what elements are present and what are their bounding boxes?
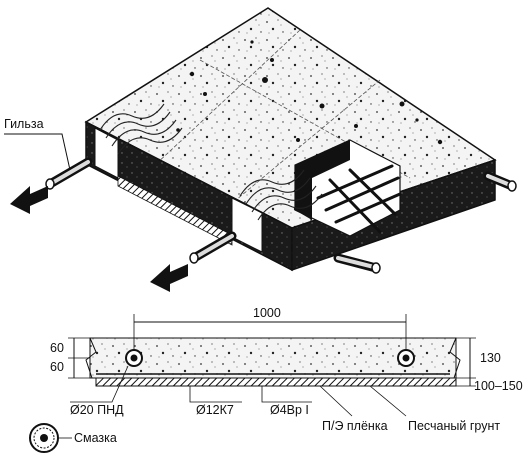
cross-section: 1000 60 60 130 100–150 Ø20 ПНД Ø12К7 Ø4В… [29,306,523,453]
dim-130: 130 [480,351,501,365]
soil-label: Песчаный грунт [408,419,500,433]
rebar-grid [316,164,402,234]
joint-line [229,79,381,206]
dim-100-150: 100–150 [474,379,523,393]
lubricant-label: Смазка [74,431,117,445]
dim-1000: 1000 [253,306,281,320]
pipe-detail-icon [29,423,59,453]
dim-60-upper: 60 [50,341,64,355]
flow-arrow [10,186,48,214]
film-label: П/Э плёнка [322,419,388,433]
cutaway-corner-dark [295,140,350,220]
gilza-label: Гильза [4,117,44,131]
wire-label: Ø4Вр I [270,403,309,417]
break-mark-right [449,337,461,379]
heating-pipes [99,103,323,221]
break-mark-left [85,337,97,379]
cutaway-middle [231,197,263,253]
film-leader [319,385,353,417]
section-pipe [397,349,415,367]
slab-right-face [291,158,496,272]
pipe-leader [70,365,129,403]
mesh-leader [189,386,242,403]
wire-leader [261,386,312,403]
pipe-label: Ø20 ПНД [70,403,124,417]
gilza-leader [4,133,71,171]
mesh-label: Ø12К7 [196,403,234,417]
dim-60-lower: 60 [50,360,64,374]
flow-arrow [150,264,188,292]
pipe-sleeves [45,157,517,274]
section-concrete [89,337,457,379]
section-pipe [125,349,143,367]
section-base [95,377,457,387]
joint-line [154,29,301,166]
isometric-view: Гильза [4,7,517,292]
soil-leader [369,385,407,417]
concrete-pores [176,40,443,145]
base-layer [117,175,233,246]
